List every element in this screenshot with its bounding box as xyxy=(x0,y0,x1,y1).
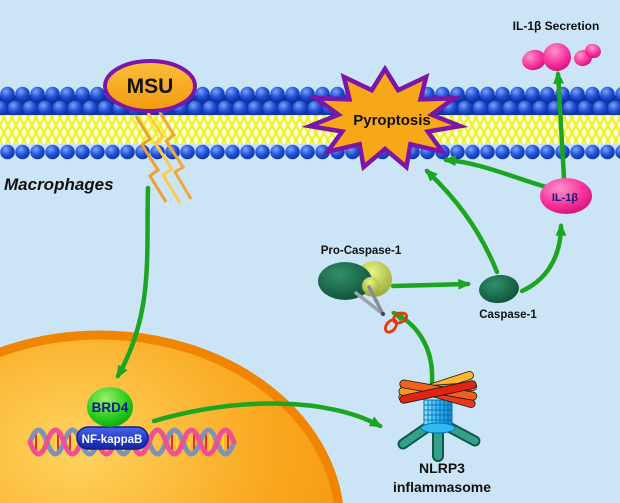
brd4-molecule xyxy=(87,387,133,427)
caspase1-molecule xyxy=(479,274,519,304)
caspase1-label: Caspase-1 xyxy=(479,309,537,321)
secreted-il1b-blobs xyxy=(522,43,601,71)
membrane-outer-sphere-rows xyxy=(0,86,620,116)
pro-caspase1-complex xyxy=(318,261,392,300)
lightning-icon xyxy=(134,110,193,204)
scissors-icon xyxy=(354,285,409,334)
arrow-nlrp3-to-scissors xyxy=(391,310,435,385)
brd4-label: BRD4 xyxy=(92,400,129,415)
membrane-inner-sphere-row xyxy=(0,144,620,160)
arrow-procaspase-to-caspase xyxy=(390,278,472,290)
msu-label: MSU xyxy=(127,75,174,98)
arrow-il1b-to-secretion xyxy=(553,70,567,181)
il1b-molecule xyxy=(540,178,592,214)
arrow-caspase-to-pyroptosis xyxy=(424,168,500,275)
arrow-nfkappab-to-nlrp3 xyxy=(151,401,383,429)
dna-rungs xyxy=(35,433,229,451)
macrophages-label: Macrophages xyxy=(4,175,114,194)
nfkappab-pill xyxy=(76,426,149,450)
nlrp3-inflammasome xyxy=(397,371,481,462)
nfkappab-label: NF-kappaB xyxy=(82,434,143,446)
cell-membrane xyxy=(0,86,620,160)
lipid-tails xyxy=(0,114,620,144)
il1b-label: IL-1β xyxy=(552,192,579,204)
pyroptosis-label: Pyroptosis xyxy=(353,112,431,129)
inflammasome-label: inflammasome xyxy=(393,479,491,495)
nlrp3-label: NLRP3 xyxy=(419,460,465,476)
il1b-secretion-label: IL-1β Secretion xyxy=(513,19,600,33)
arrow-caspase-to-il1b xyxy=(519,222,567,294)
ribbon-bundle xyxy=(398,371,478,408)
arrow-stimulus-to-brd4 xyxy=(115,185,151,379)
pro-caspase1-label: Pro-Caspase-1 xyxy=(321,245,402,257)
msu-particle xyxy=(103,59,197,113)
arrow-il1b-to-membrane xyxy=(442,155,549,190)
pyroptosis-burst xyxy=(301,64,469,172)
pathway-arrows xyxy=(115,70,567,429)
